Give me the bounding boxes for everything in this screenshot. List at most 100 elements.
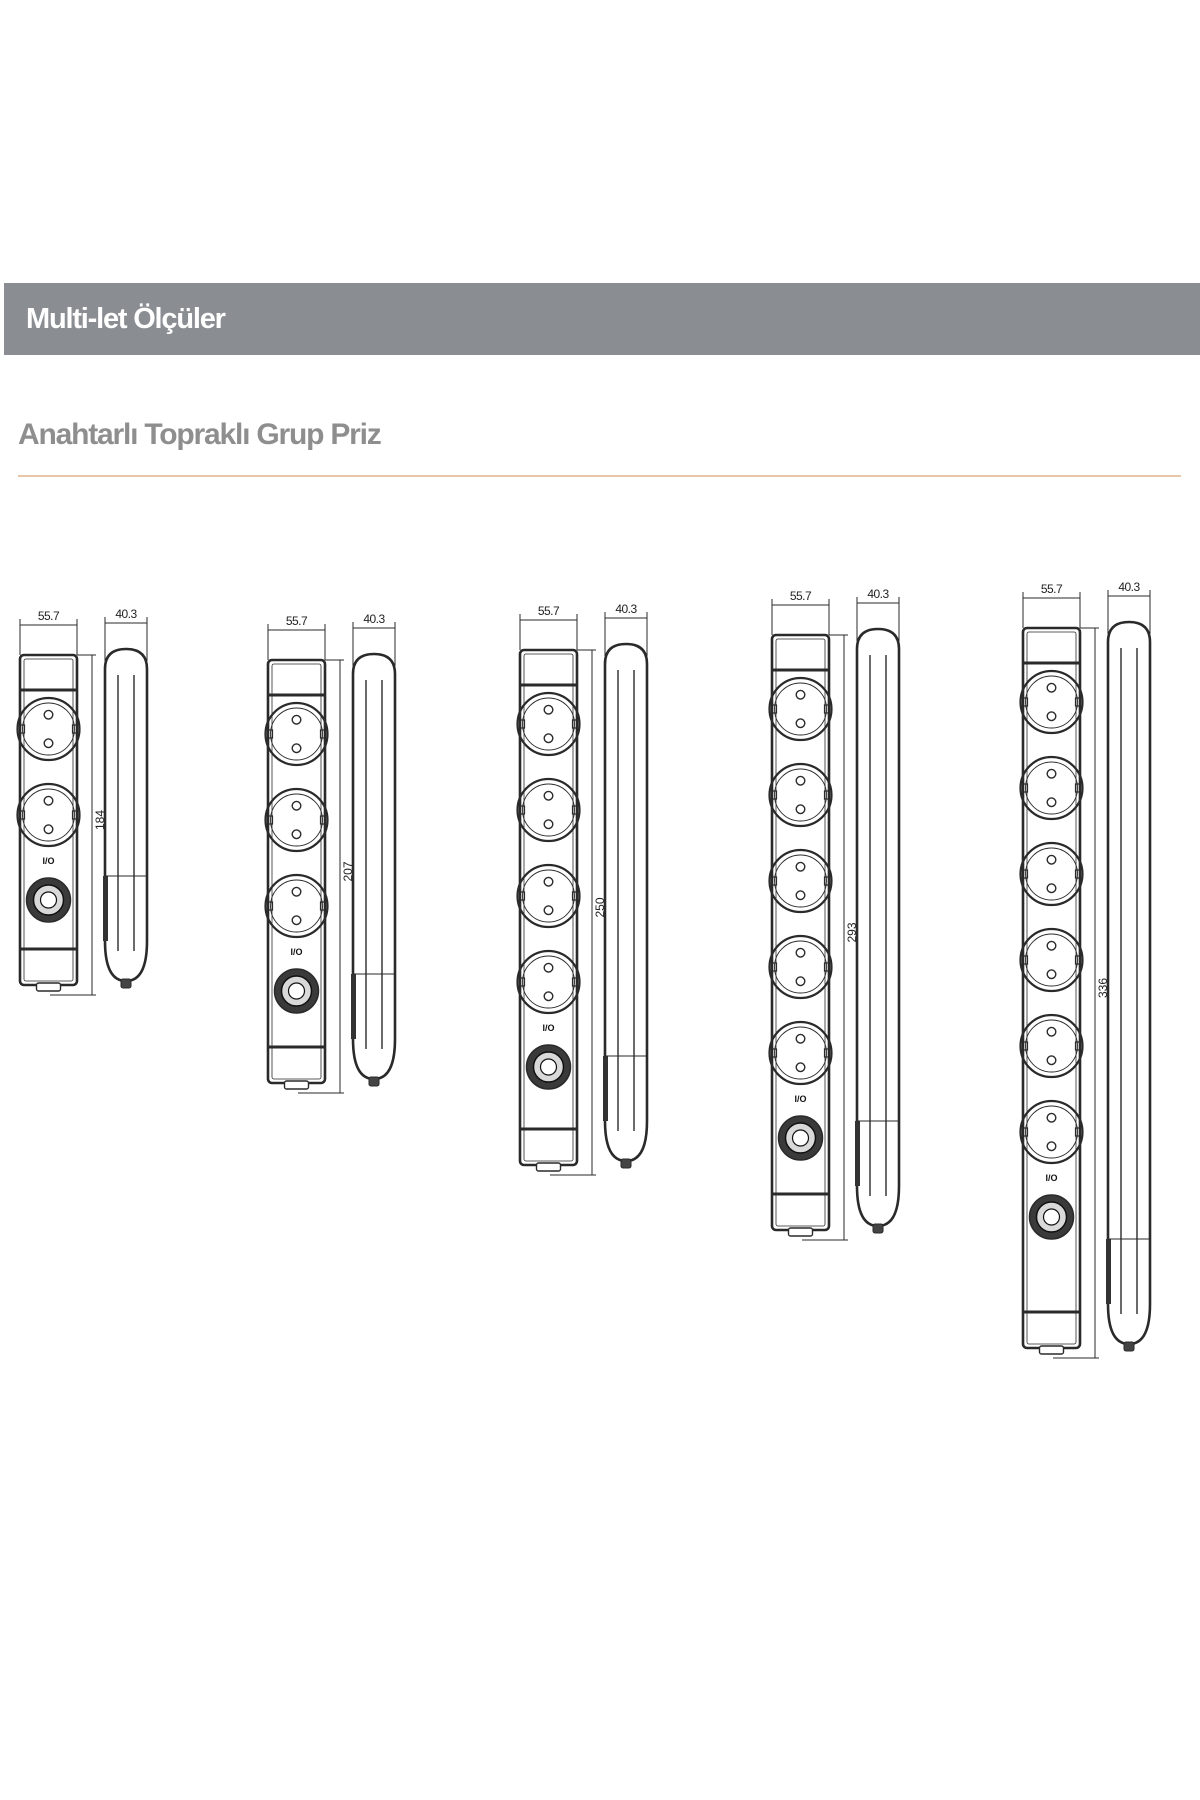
socket-icon — [768, 1020, 833, 1086]
power-switch-icon — [273, 968, 320, 1014]
socket-icon — [768, 676, 833, 742]
depth-dimension: 40.3 — [856, 587, 900, 641]
depth-label: 40.3 — [1118, 580, 1140, 594]
front-view: I/O — [768, 633, 833, 1237]
cable-foot — [1038, 1345, 1065, 1355]
width-dimension: 55.7 — [519, 604, 578, 650]
length-label: 184 — [93, 810, 107, 830]
side-view — [855, 627, 901, 1234]
width-dimension: 55.7 — [771, 589, 830, 635]
side-view — [103, 647, 149, 989]
side-view — [351, 652, 397, 1087]
side-profile — [855, 627, 901, 1228]
product-drawing: I/O 55.7 184 40.3 — [16, 607, 149, 996]
socket-icon — [1019, 841, 1084, 907]
length-label: 207 — [341, 861, 355, 881]
width-label: 55.7 — [38, 609, 60, 623]
side-profile — [1106, 620, 1152, 1346]
switch-label: I/O — [1045, 1173, 1057, 1183]
cable-foot — [35, 982, 62, 992]
width-dimension: 55.7 — [19, 609, 78, 655]
side-view — [1106, 620, 1152, 1352]
width-label: 55.7 — [1041, 582, 1063, 596]
side-back-edge — [351, 974, 356, 1039]
power-switch-icon — [1028, 1194, 1075, 1240]
side-view — [603, 642, 649, 1169]
depth-label: 40.3 — [115, 607, 137, 621]
width-label: 55.7 — [790, 589, 812, 603]
length-label: 250 — [593, 897, 607, 917]
side-back-edge — [855, 1121, 860, 1186]
housing — [1021, 626, 1082, 1350]
side-profile — [103, 647, 149, 983]
width-dimension: 55.7 — [267, 614, 326, 660]
depth-dimension: 40.3 — [104, 607, 148, 661]
product-drawing: I/O 55.7 293 40.3 — [768, 587, 901, 1241]
socket-icon — [1019, 669, 1084, 735]
length-label: 336 — [1096, 978, 1110, 998]
product-drawing: I/O 55.7 336 40.3 — [1019, 580, 1152, 1359]
depth-dimension: 40.3 — [604, 602, 648, 656]
socket-icon — [516, 691, 581, 757]
side-back-edge — [603, 1056, 608, 1121]
front-view: I/O — [516, 648, 581, 1172]
product-drawing: I/O 55.7 207 40.3 — [264, 612, 397, 1094]
switch-label: I/O — [794, 1094, 806, 1104]
depth-label: 40.3 — [363, 612, 385, 626]
switch-label: I/O — [290, 947, 302, 957]
length-dimension: 336 — [1053, 627, 1110, 1359]
side-back-edge — [1106, 1239, 1111, 1304]
side-profile — [603, 642, 649, 1163]
length-dimension: 207 — [298, 659, 355, 1094]
socket-icon — [16, 696, 81, 762]
side-foot — [120, 978, 132, 989]
length-dimension: 250 — [550, 649, 607, 1176]
cable-foot — [787, 1227, 814, 1237]
width-label: 55.7 — [538, 604, 560, 618]
side-foot — [1123, 1341, 1135, 1352]
socket-icon — [768, 848, 833, 914]
side-foot — [368, 1076, 380, 1087]
socket-icon — [516, 949, 581, 1015]
depth-label: 40.3 — [615, 602, 637, 616]
socket-icon — [1019, 927, 1084, 993]
socket-icon — [16, 782, 81, 848]
length-dimension: 184 — [50, 654, 107, 996]
socket-icon — [768, 934, 833, 1000]
depth-dimension: 40.3 — [1107, 580, 1151, 634]
width-label: 55.7 — [286, 614, 308, 628]
depth-label: 40.3 — [867, 587, 889, 601]
width-dimension: 55.7 — [1022, 582, 1081, 628]
socket-icon — [264, 701, 329, 767]
socket-icon — [516, 863, 581, 929]
product-drawing: I/O 55.7 250 40.3 — [516, 602, 649, 1176]
depth-dimension: 40.3 — [352, 612, 396, 666]
front-view: I/O — [264, 658, 329, 1090]
power-switch-icon — [25, 877, 72, 923]
socket-icon — [516, 777, 581, 843]
section-divider — [18, 475, 1181, 477]
front-view: I/O — [1019, 626, 1084, 1355]
cable-foot — [283, 1080, 310, 1090]
socket-icon — [264, 787, 329, 853]
socket-icon — [264, 873, 329, 939]
socket-icon — [768, 762, 833, 828]
cable-foot — [535, 1162, 562, 1172]
socket-icon — [1019, 1099, 1084, 1165]
switch-label: I/O — [42, 856, 54, 866]
side-foot — [620, 1158, 632, 1169]
side-profile — [351, 652, 397, 1081]
power-switch-icon — [525, 1044, 572, 1090]
side-back-edge — [103, 876, 108, 941]
socket-icon — [1019, 1013, 1084, 1079]
switch-label: I/O — [542, 1023, 554, 1033]
length-dimension: 293 — [802, 634, 859, 1241]
header-band — [4, 283, 1200, 355]
side-foot — [872, 1223, 884, 1234]
power-switch-icon — [777, 1115, 824, 1161]
socket-icon — [1019, 755, 1084, 821]
section-title: Anahtarlı Topraklı Grup Priz — [18, 418, 382, 451]
front-view: I/O — [16, 653, 81, 992]
header-title: Multi-let Ölçüler — [26, 303, 226, 335]
